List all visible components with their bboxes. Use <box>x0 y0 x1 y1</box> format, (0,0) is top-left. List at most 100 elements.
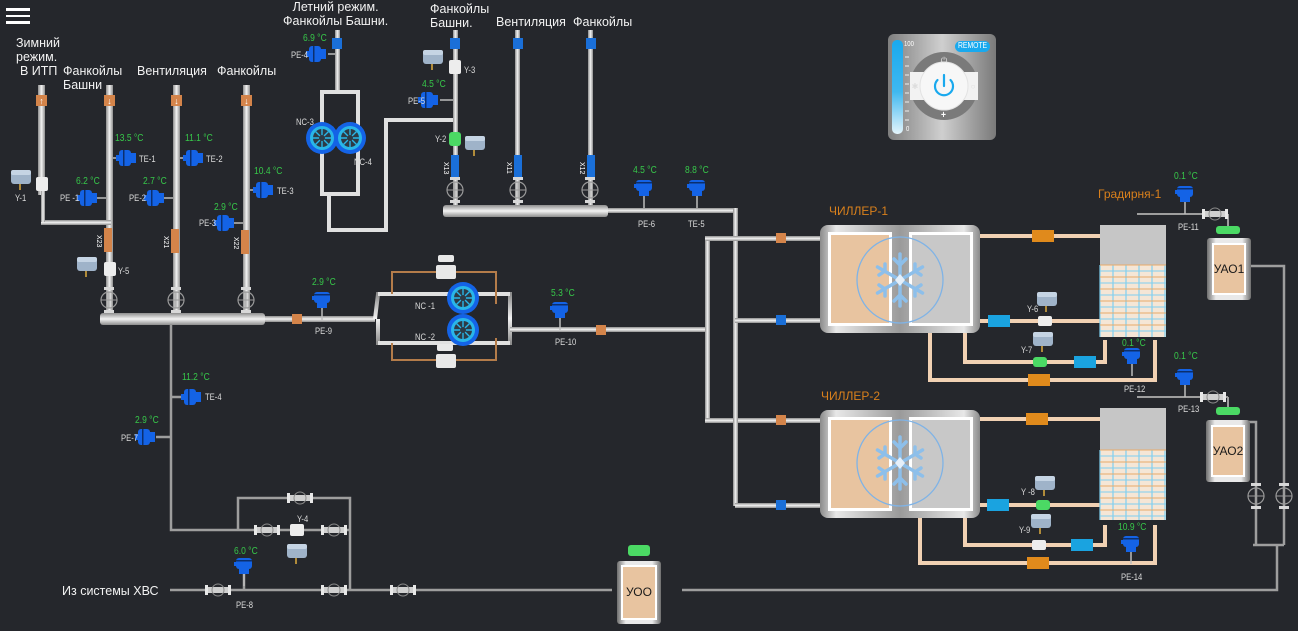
tank-uao2[interactable] <box>1206 407 1250 482</box>
sensor-te1-value: 13.5 °C <box>115 133 144 144</box>
sensor-pe10-tag: PE-10 <box>555 337 577 347</box>
valve-y6-label: Y-6 <box>1027 304 1039 314</box>
valve-y7-actuator[interactable] <box>1033 332 1053 352</box>
gate-valve[interactable] <box>253 523 281 537</box>
label-winter-mode: Зимний режим. <box>16 36 60 64</box>
hamburger-menu-button[interactable] <box>4 4 32 26</box>
cooling-tower-1-title: Градирня-1 <box>1098 187 1162 201</box>
sensor-te5[interactable] <box>686 179 706 209</box>
hamburger-menu-icon <box>6 8 30 11</box>
sensor-pe5-tag: PE-5 <box>408 96 426 106</box>
sensor-pe8-tag: PE-8 <box>236 600 254 610</box>
sensor-te4-value: 11.2 °C <box>182 372 210 383</box>
sensor-pe4[interactable] <box>306 46 326 62</box>
pipe-marker-x21 <box>171 229 179 253</box>
pipe-marker-x11-label: X11 <box>505 162 512 174</box>
sensor-pe4-value: 6.9 °C <box>303 33 327 44</box>
valve-y7-body[interactable] <box>1033 357 1047 367</box>
valve-y8-actuator[interactable] <box>1035 476 1055 496</box>
flow-down-icon <box>171 95 182 106</box>
valve-y9-body[interactable] <box>1032 540 1046 550</box>
valve-y5-label: Y-5 <box>118 266 130 276</box>
sensor-te2[interactable] <box>183 150 203 166</box>
sun-mode-icon[interactable]: ○ <box>971 82 976 91</box>
sensor-pe11[interactable] <box>1174 185 1194 215</box>
flow-up-icon <box>332 38 342 49</box>
flow-markers-left: ↑ ↓ ↓ ↓ <box>36 95 302 324</box>
sensor-te4-tag: TE-4 <box>205 392 222 402</box>
status-indicator <box>628 545 650 556</box>
sensor-pe6[interactable] <box>633 179 653 209</box>
chiller-1[interactable] <box>820 225 980 333</box>
sensor-te1[interactable] <box>116 150 136 166</box>
label-cold-water-source: Из системы ХВС <box>62 584 159 598</box>
valve-y3-actuator[interactable] <box>423 50 443 70</box>
sensor-pe13-value: 0.1 °C <box>1174 351 1198 362</box>
valve-y4-actuator[interactable] <box>287 544 307 564</box>
valve-y4-body[interactable] <box>290 524 304 536</box>
gate-valve[interactable] <box>389 583 417 597</box>
sensor-pe13[interactable] <box>1174 368 1194 398</box>
label-ventilation-right: Вентиляция <box>496 15 566 29</box>
valve-y8-body[interactable] <box>1036 500 1050 510</box>
valve-y1-body[interactable] <box>36 177 48 191</box>
flow-left-icon <box>776 500 786 510</box>
pipe-marker-x22 <box>241 230 249 254</box>
sensor-pe3[interactable] <box>214 215 234 231</box>
valve-y1-actuator[interactable] <box>11 170 31 190</box>
valve-y5-body[interactable] <box>104 262 116 276</box>
remote-control-panel[interactable]: ⏻ ✱ ○ <box>888 34 996 140</box>
power-icon[interactable] <box>933 73 955 97</box>
sensor-pe10[interactable] <box>549 301 569 331</box>
sensor-pe9[interactable] <box>311 291 331 321</box>
cooling-tower-fill-grid <box>1099 264 1166 520</box>
gate-valve[interactable] <box>286 491 314 505</box>
gate-valve[interactable] <box>1199 390 1227 404</box>
pump-nc2-label: NC -2 <box>415 332 435 342</box>
pump-nc1[interactable] <box>446 281 480 315</box>
sensor-pe5-value: 4.5 °C <box>422 79 446 90</box>
pipe-marker-x23 <box>104 228 112 252</box>
valve-y6-body[interactable] <box>1038 316 1052 326</box>
level-scale-max: 100 <box>904 41 914 48</box>
valve-y5-actuator[interactable] <box>77 257 97 277</box>
sensor-pe2[interactable] <box>144 190 164 206</box>
label-fancoils-right: Фанкойлы <box>573 15 633 29</box>
tank-uao2-label: УАО2 <box>1212 444 1244 458</box>
valve-y3-body[interactable] <box>449 60 461 74</box>
sensor-pe13-tag: PE-13 <box>1178 404 1200 414</box>
sensor-te3-tag: TE-3 <box>277 186 294 196</box>
plus-button[interactable]: + <box>941 110 946 121</box>
sensor-te4[interactable] <box>181 389 201 405</box>
sensor-te2-tag: TE-2 <box>206 154 223 164</box>
pump-nc1-label: NC -1 <box>415 301 435 311</box>
valve-y9-actuator[interactable] <box>1031 514 1051 534</box>
valve-y2-body[interactable] <box>449 132 461 146</box>
flow-right-icon <box>596 325 606 335</box>
valve-y6-actuator[interactable] <box>1037 292 1057 312</box>
flow-down-icon <box>450 38 460 49</box>
pump-nc4[interactable] <box>333 121 367 155</box>
snowflake-mode-icon[interactable]: ✱ <box>912 82 919 91</box>
sensor-pe1-value: 6.2 °C <box>76 176 100 187</box>
gate-valve[interactable] <box>204 583 232 597</box>
gate-valve[interactable] <box>320 583 348 597</box>
sensor-pe1[interactable] <box>77 190 97 206</box>
remote-badge-label: REMOTE <box>958 41 988 50</box>
valve-y2-actuator[interactable] <box>465 136 485 156</box>
sensor-te3-value: 10.4 °C <box>254 166 283 177</box>
flow-right-icon <box>776 415 786 425</box>
tank-uoo[interactable] <box>617 545 661 624</box>
sensor-pe12[interactable] <box>1121 347 1141 377</box>
cooling-tower-2[interactable] <box>1100 408 1166 520</box>
sensor-pe14[interactable] <box>1120 535 1140 565</box>
gate-valve[interactable] <box>320 523 348 537</box>
cooling-tower-1[interactable] <box>1100 225 1166 337</box>
pump-nc2[interactable] <box>446 313 480 347</box>
tank-uao1[interactable] <box>1207 226 1251 300</box>
sensor-te3[interactable] <box>253 182 273 198</box>
sensor-pe9-tag: PE-9 <box>315 326 333 336</box>
chiller-2[interactable] <box>820 410 980 518</box>
gate-valve[interactable] <box>1201 207 1229 221</box>
power-small-icon: ⏻ <box>941 56 948 65</box>
